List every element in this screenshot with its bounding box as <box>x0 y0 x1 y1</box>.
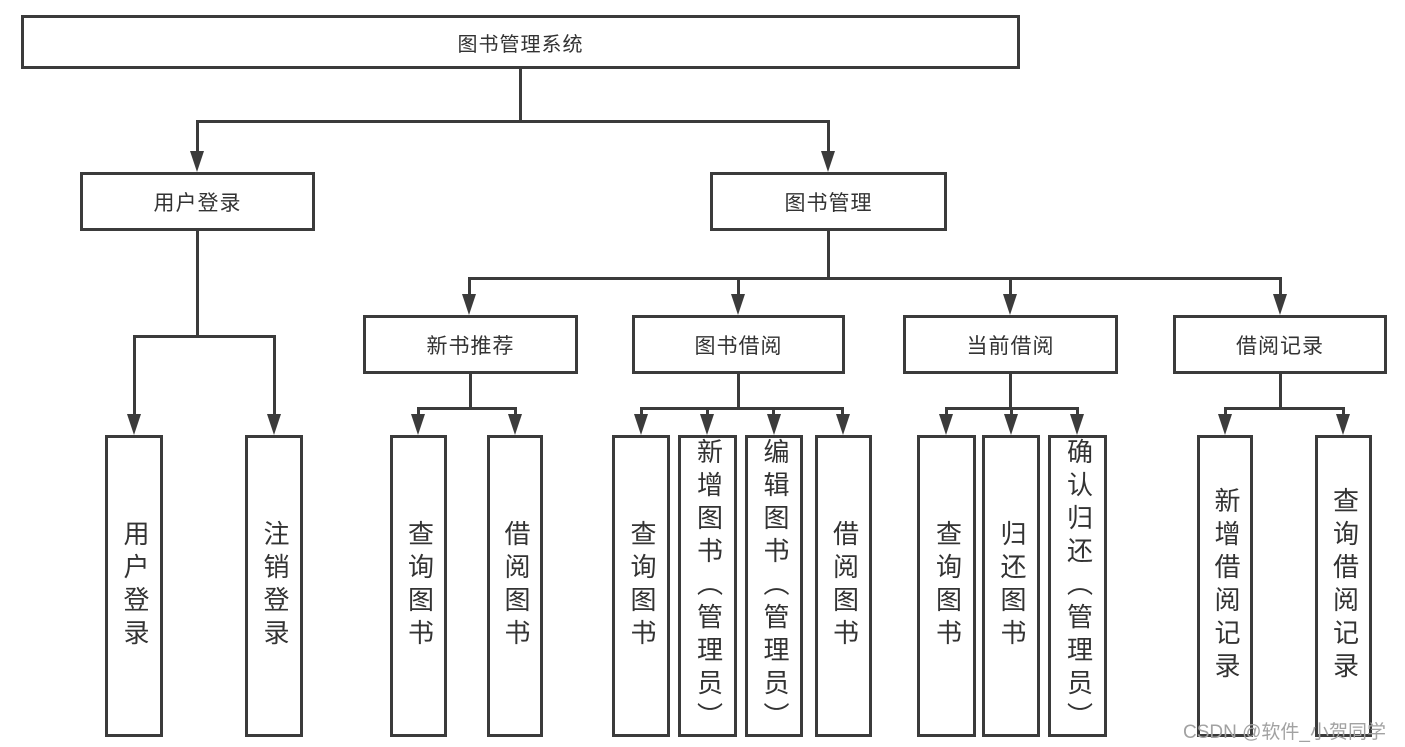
arrowhead-down-icon <box>190 151 204 172</box>
connector-line <box>1076 407 1079 419</box>
leaf-logout: 注销登录 <box>245 435 303 737</box>
leaf-query-books-1-label: 查询图书 <box>404 520 435 652</box>
node-new-book-recommend: 新书推荐 <box>363 315 578 374</box>
node-new-book-recommend-label: 新书推荐 <box>426 334 515 358</box>
arrowhead-down-icon <box>1336 414 1350 435</box>
connector-line <box>1009 277 1012 298</box>
connector-line <box>640 407 844 410</box>
connector-line <box>1009 374 1012 407</box>
node-root-label: 图书管理系统 <box>457 33 584 56</box>
node-user-login-label: 用户登录 <box>153 191 242 215</box>
connector-line <box>1279 277 1282 298</box>
leaf-query-books-2: 查询图书 <box>612 435 670 737</box>
leaf-edit-books-admin: 编辑图书（管理员） <box>745 435 803 737</box>
connector-line <box>196 231 199 335</box>
connector-line <box>133 335 276 338</box>
node-book-management: 图书管理 <box>710 172 947 231</box>
leaf-query-books-3-label: 查询图书 <box>932 520 963 652</box>
leaf-query-books-3: 查询图书 <box>917 435 976 737</box>
leaf-borrow-books-2-label: 借阅图书 <box>829 520 860 652</box>
leaf-add-borrow-record: 新增借阅记录 <box>1197 435 1253 737</box>
arrowhead-down-icon <box>939 414 953 435</box>
leaf-query-borrow-record: 查询借阅记录 <box>1315 435 1372 737</box>
arrowhead-down-icon <box>700 414 714 435</box>
connector-line <box>514 407 517 419</box>
connector-line <box>519 69 522 120</box>
connector-line <box>945 407 948 419</box>
arrowhead-down-icon <box>731 294 745 315</box>
leaf-return-books: 归还图书 <box>982 435 1040 737</box>
arrowhead-down-icon <box>127 414 141 435</box>
connector-line <box>273 335 276 419</box>
arrowhead-down-icon <box>462 294 476 315</box>
leaf-add-borrow-record-label: 新增借阅记录 <box>1210 487 1241 685</box>
arrowhead-down-icon <box>411 414 425 435</box>
leaf-user-login: 用户登录 <box>105 435 163 737</box>
connector-line <box>737 277 740 298</box>
connector-line <box>841 407 844 419</box>
leaf-add-books-admin-label: 新增图书（管理员） <box>693 437 724 735</box>
connector-line <box>133 335 136 419</box>
leaf-borrow-books-1: 借阅图书 <box>487 435 543 737</box>
leaf-confirm-return-admin-label: 确认归还（管理员） <box>1063 437 1094 735</box>
connector-line <box>468 277 471 298</box>
leaf-add-books-admin: 新增图书（管理员） <box>678 435 737 737</box>
arrowhead-down-icon <box>1273 294 1287 315</box>
node-user-login: 用户登录 <box>80 172 315 231</box>
arrowhead-down-icon <box>634 414 648 435</box>
arrowhead-down-icon <box>508 414 522 435</box>
connector-line <box>469 374 472 407</box>
leaf-query-books-1: 查询图书 <box>390 435 447 737</box>
connector-line <box>640 407 643 419</box>
connector-line <box>827 120 830 156</box>
leaf-edit-books-admin-label: 编辑图书（管理员） <box>759 437 790 735</box>
arrowhead-down-icon <box>821 151 835 172</box>
node-borrow-records-label: 借阅记录 <box>1236 334 1324 358</box>
connector-line <box>1224 407 1227 419</box>
connector-line <box>469 277 1282 280</box>
arrowhead-down-icon <box>1218 414 1232 435</box>
connector-line <box>1010 407 1013 419</box>
connector-line <box>1279 374 1282 407</box>
leaf-return-books-label: 归还图书 <box>996 520 1027 652</box>
connector-line <box>417 407 420 419</box>
node-book-borrow-label: 图书借阅 <box>694 334 783 358</box>
leaf-confirm-return-admin: 确认归还（管理员） <box>1048 435 1107 737</box>
connector-line <box>1224 407 1345 410</box>
arrowhead-down-icon <box>1004 414 1018 435</box>
node-borrow-records: 借阅记录 <box>1173 315 1387 374</box>
node-root: 图书管理系统 <box>21 15 1020 69</box>
csdn-watermark: CSDN @软件_小贺同学 <box>1183 722 1386 743</box>
node-current-borrow: 当前借阅 <box>903 315 1118 374</box>
leaf-query-borrow-record-label: 查询借阅记录 <box>1329 487 1360 685</box>
node-book-management-label: 图书管理 <box>784 191 873 215</box>
leaf-borrow-books-2: 借阅图书 <box>815 435 872 737</box>
connector-line <box>196 120 199 156</box>
arrowhead-down-icon <box>767 414 781 435</box>
connector-line <box>1342 407 1345 419</box>
arrowhead-down-icon <box>1003 294 1017 315</box>
leaf-borrow-books-1-label: 借阅图书 <box>500 520 531 652</box>
connector-line <box>196 120 830 123</box>
arrowhead-down-icon <box>836 414 850 435</box>
arrowhead-down-icon <box>1070 414 1084 435</box>
leaf-query-books-2-label: 查询图书 <box>626 520 657 652</box>
node-current-borrow-label: 当前借阅 <box>966 334 1055 358</box>
arrowhead-down-icon <box>267 414 281 435</box>
connector-line <box>772 407 775 419</box>
connector-line <box>706 407 709 419</box>
connector-line <box>417 407 517 410</box>
connector-line <box>827 231 830 277</box>
connector-line <box>737 374 740 407</box>
node-book-borrow: 图书借阅 <box>632 315 845 374</box>
leaf-user-login-label: 用户登录 <box>119 520 150 652</box>
leaf-logout-label: 注销登录 <box>259 520 290 652</box>
